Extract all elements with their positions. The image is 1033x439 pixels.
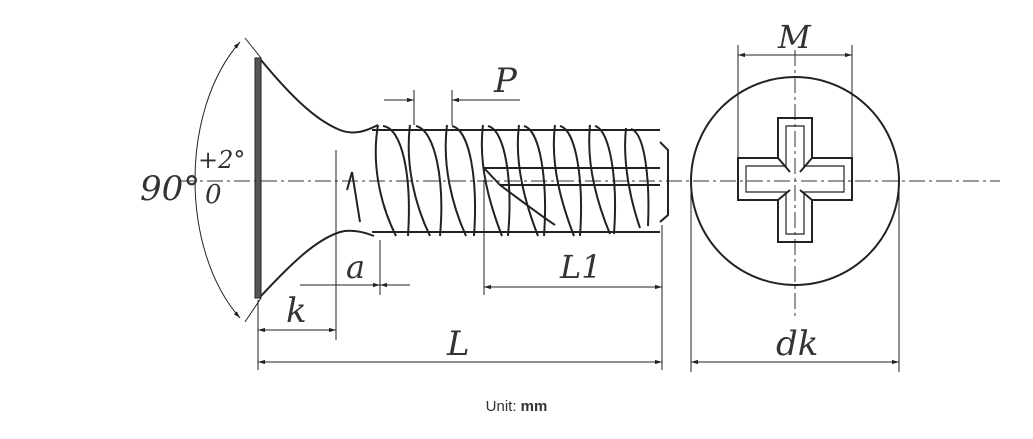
- point-label: a: [346, 248, 365, 286]
- pitch-dimension: [384, 90, 520, 125]
- angle-tolerance-lower: 0: [205, 180, 222, 210]
- length-label: L: [446, 324, 470, 364]
- recess-dimension: [737, 45, 853, 160]
- screw-shank: [346, 124, 669, 237]
- unit-label: Unit:: [485, 398, 517, 415]
- thread-length-label: L1: [559, 248, 602, 286]
- head-height-label: k: [286, 291, 307, 331]
- angle-tolerance-upper: +2°: [198, 146, 245, 174]
- head-height-dimension: [257, 300, 336, 370]
- head-diameter-label: dk: [776, 324, 818, 364]
- angle-main-label: 90°: [140, 169, 200, 209]
- head-diameter-dimension: [690, 185, 900, 372]
- unit-value: mm: [520, 398, 548, 415]
- screw-head-side: [254, 57, 379, 299]
- unit-caption: Unit: mm: [0, 398, 1033, 415]
- pitch-label: P: [493, 61, 518, 101]
- technical-drawing-svg: 90° +2° 0 P M a L1 k L dk: [140, 18, 1000, 372]
- point-dimension: [300, 150, 410, 340]
- thread-length-dimension: [483, 180, 663, 370]
- recess-label: M: [777, 18, 812, 56]
